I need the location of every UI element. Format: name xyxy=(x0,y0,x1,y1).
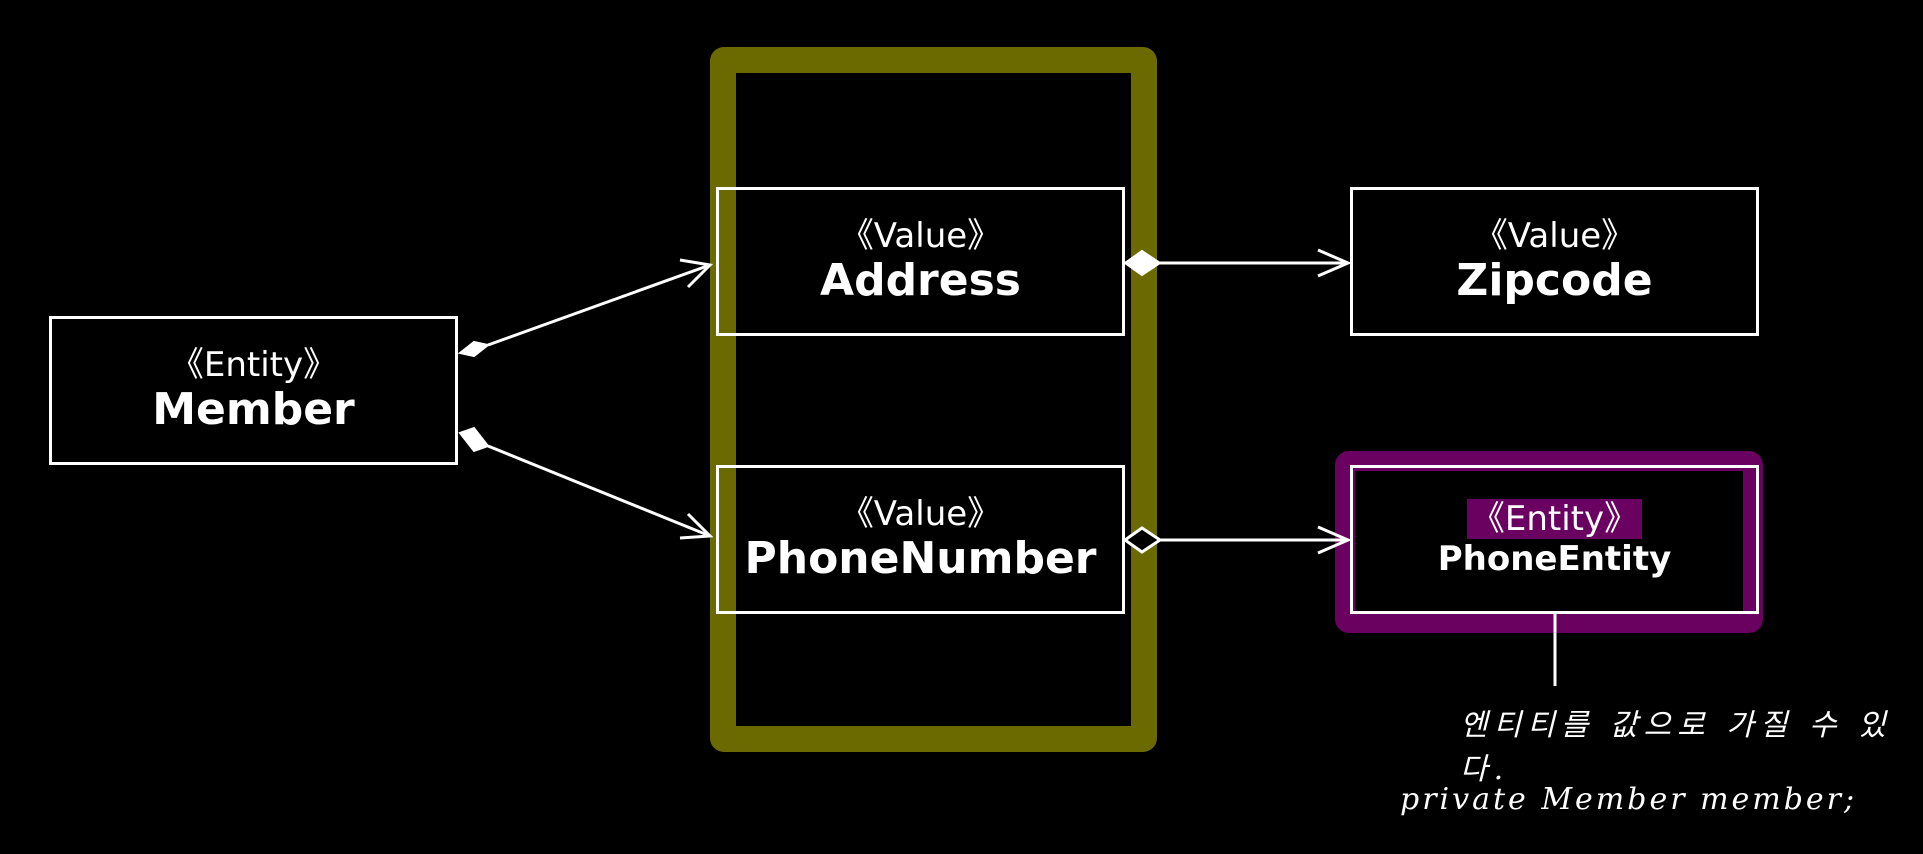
address-name: Address xyxy=(820,254,1021,306)
handwritten-note-code: private Member member; xyxy=(1400,782,1858,817)
phonenumber-stereotype: 《Value》 xyxy=(839,493,1002,534)
diamond-phonenumber-phoneentity xyxy=(1122,526,1163,554)
arrowhead-phonenumber xyxy=(679,512,714,540)
arrowhead-phoneentity xyxy=(1317,525,1352,555)
address-stereotype: 《Value》 xyxy=(839,215,1002,256)
edge-member-address xyxy=(487,263,711,347)
member-stereotype: 《Entity》 xyxy=(169,344,338,385)
zipcode-name: Zipcode xyxy=(1456,254,1653,306)
phonenumber-name: PhoneNumber xyxy=(744,532,1097,584)
arrowhead-address xyxy=(679,258,714,289)
phoneentity-stereotype: 《Entity》 xyxy=(1466,499,1643,540)
zipcode-stereotype: 《Value》 xyxy=(1473,215,1636,256)
member-name: Member xyxy=(152,383,355,435)
phoneentity-entity-box: 《Entity》 PhoneEntity xyxy=(1350,465,1759,614)
arrowhead-zipcode xyxy=(1317,248,1352,278)
phoneentity-stereotype-text: 《Entity》 xyxy=(1466,499,1643,540)
member-entity-box: 《Entity》 Member xyxy=(49,316,458,465)
edge-member-phonenumber xyxy=(487,444,711,538)
zipcode-value-box: 《Value》 Zipcode xyxy=(1350,187,1759,336)
handwritten-note-korean: 엔티티를 값으로 가질 수 있다. xyxy=(1460,708,1892,787)
value-objects-highlight xyxy=(710,47,1157,752)
phoneentity-name: PhoneEntity xyxy=(1437,538,1672,579)
diamond-member-address xyxy=(457,340,491,358)
phonenumber-value-box: 《Value》 PhoneNumber xyxy=(716,465,1125,614)
diamond-member-phonenumber xyxy=(458,426,490,453)
address-value-box: 《Value》 Address xyxy=(716,187,1125,336)
diamond-address-zipcode xyxy=(1123,249,1162,277)
